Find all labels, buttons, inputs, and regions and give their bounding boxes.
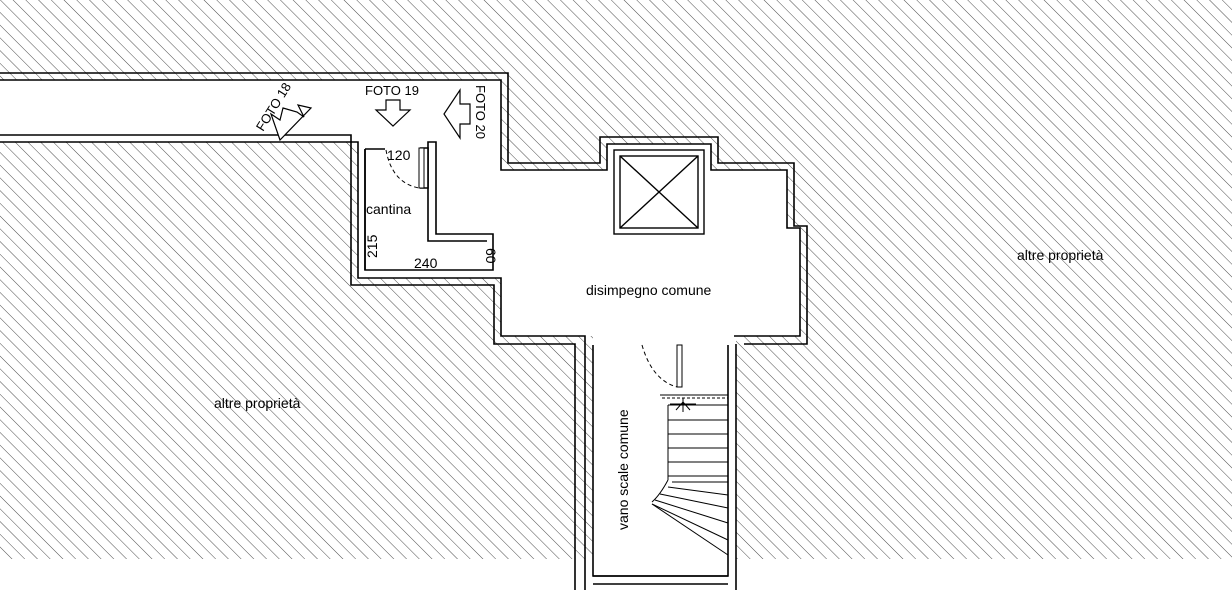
dimension-60: 60 bbox=[483, 248, 499, 264]
foto-20-label: FOTO 20 bbox=[473, 85, 488, 139]
dimension-240: 240 bbox=[414, 255, 438, 271]
room-label-disimpegno: disimpegno comune bbox=[586, 282, 712, 298]
doors bbox=[385, 147, 728, 396]
photo-arrows bbox=[269, 88, 471, 142]
elevator-shaft bbox=[613, 149, 705, 235]
label-altre-proprieta-right: altre proprietà bbox=[1017, 247, 1104, 263]
stairs bbox=[651, 397, 729, 556]
foto-18-arrow bbox=[269, 104, 313, 142]
label-altre-proprieta-left: altre proprietà bbox=[214, 395, 301, 411]
dimension-120: 120 bbox=[387, 147, 411, 163]
foto-20-arrow bbox=[443, 88, 471, 140]
room-label-vano-scale: vano scale comune bbox=[615, 409, 631, 530]
room-label-cantina: cantina bbox=[366, 201, 411, 217]
dimension-215: 215 bbox=[364, 234, 380, 258]
foto-19-arrow bbox=[374, 99, 412, 127]
foto-19-label: FOTO 19 bbox=[365, 83, 419, 98]
